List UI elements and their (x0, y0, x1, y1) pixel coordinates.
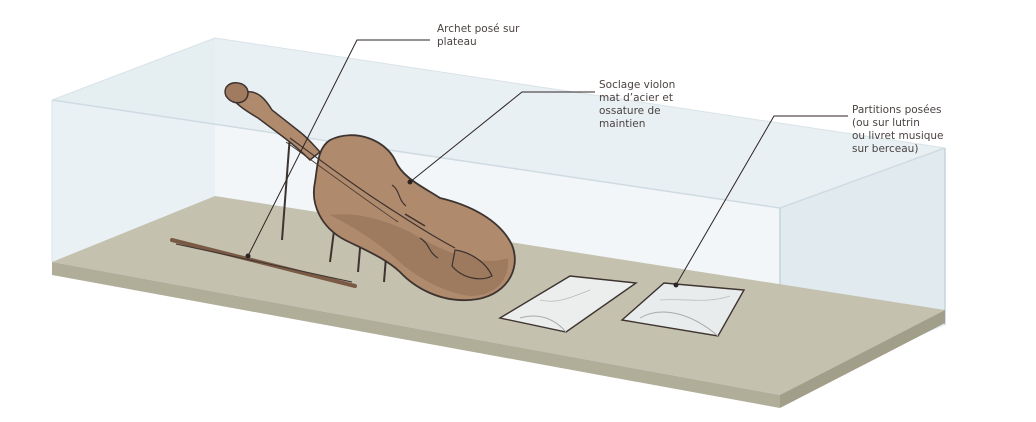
leader-stand (409, 91, 595, 183)
callout-bow-line: Archet posé sur (437, 23, 520, 35)
callout-sheets-line: (ou sur lutrin (852, 117, 920, 129)
stand-mast (281, 134, 291, 241)
violin-f-hole (419, 237, 439, 259)
callout-stand-label: Soclage violon mat d’acier et ossature d… (599, 79, 679, 130)
violin-scroll (224, 82, 249, 104)
callout-stand-line: mat d’acier et (599, 92, 673, 104)
callout-sheets-label: Partitions posées (ou sur lutrin ou livr… (852, 104, 947, 155)
bow (170, 238, 357, 288)
sheet-left (498, 275, 638, 333)
sheet-music (498, 275, 746, 337)
callout-sheets-line: ou livret musique (852, 130, 944, 142)
violin-strings (285, 141, 399, 223)
callout-sheets-line: sur berceau) (852, 143, 918, 155)
callout-bow-line: plateau (437, 36, 477, 48)
violin-bridge (404, 213, 426, 227)
glass-edge (51, 99, 781, 209)
callout-bow-label: Archet posé sur plateau (437, 23, 523, 48)
glass-edge (51, 37, 216, 101)
plinth-front (52, 262, 780, 408)
plinth-top (52, 196, 945, 395)
glass-left-pane (52, 38, 215, 262)
callout-leaders (245, 39, 848, 288)
violin-chinrest (451, 249, 493, 280)
leader-sheets (675, 115, 848, 286)
glass-edge (214, 37, 946, 149)
sheet-right-crease (639, 311, 719, 337)
callout-stand-line: maintien (599, 118, 645, 130)
sheet-right (620, 282, 746, 337)
glass-edge (779, 147, 946, 209)
violin-fingerboard (289, 137, 456, 249)
callout-stand-line: Soclage violon (599, 79, 675, 91)
plinth-side (780, 310, 945, 408)
glass-top-pane (52, 38, 945, 208)
leader-sheets-dot (673, 282, 679, 288)
plinth (52, 196, 945, 408)
violin (224, 82, 516, 301)
callout-stand-line: ossature de (599, 105, 661, 117)
sheet-right-crease (659, 295, 731, 301)
violin-f-hole (391, 184, 407, 207)
callout-sheets-line: Partitions posées (852, 104, 942, 116)
bow-hair (175, 243, 353, 283)
leader-bow-dot (245, 253, 251, 259)
sheet-left-crease (519, 315, 567, 333)
sheet-left-crease (539, 289, 591, 302)
leader-stand-dot (407, 179, 413, 185)
leader-bow (247, 39, 430, 257)
